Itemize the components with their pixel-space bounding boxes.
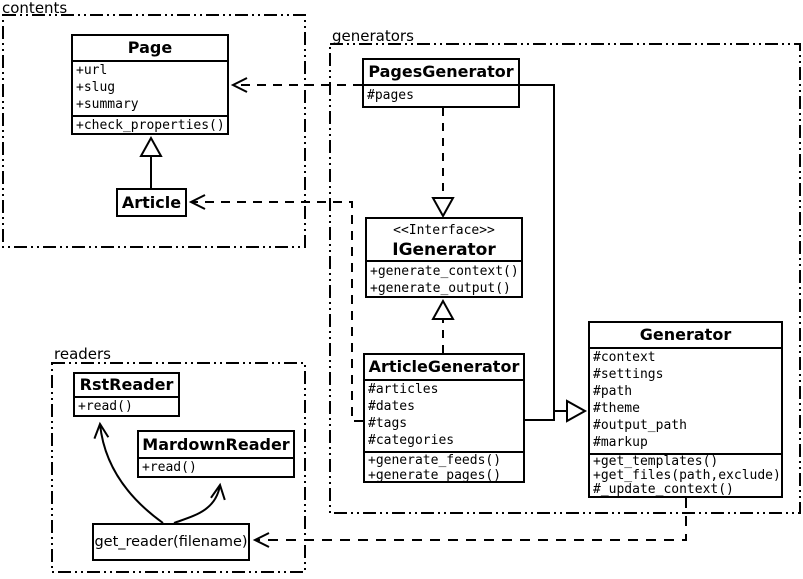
class-articlegenerator-attr: #tags (368, 416, 408, 431)
class-articlegenerator-method: +generate_feeds() (368, 453, 502, 468)
class-generator-attr: #settings (593, 367, 664, 382)
class-articlegenerator-attr: #articles (368, 382, 439, 397)
class-pagesgenerator-attr: #pages (367, 88, 414, 103)
class-articlegenerator-method: +generate_pages() (368, 468, 502, 483)
package-generators-border (329, 43, 801, 514)
package-generators-label: generators (332, 27, 414, 45)
class-page-attr: +slug (76, 80, 116, 95)
edge-pagesgenerator-inherits-generator (520, 84, 588, 423)
class-igenerator-method: +generate_output() (370, 281, 511, 296)
class-mardownreader-name: MardownReader (139, 432, 293, 459)
class-igenerator-name: IGenerator (392, 240, 496, 260)
class-articlegenerator-attr: #categories (368, 433, 455, 448)
class-generator-attr: #context (593, 350, 656, 365)
class-generator-method: +get_files(path,exclude) (593, 468, 781, 483)
class-generator-attr: #theme (593, 401, 640, 416)
class-page-attr: +summary (76, 97, 139, 112)
package-contents-border (2, 14, 306, 248)
package-readers-border (51, 362, 306, 573)
class-generator-method: +get_templates() (593, 455, 719, 469)
class-generator-name: Generator (590, 323, 781, 349)
edge-generator-uses-getreader (252, 498, 687, 548)
function-get-reader: get_reader(filename) (92, 523, 250, 561)
class-page-attr: +url (76, 63, 108, 78)
class-igenerator-method: +generate_context() (370, 264, 519, 279)
class-generator: Generator #context #settings #path #them… (588, 321, 783, 498)
class-page: Page +url +slug +summary +check_properti… (71, 34, 229, 135)
class-articlegenerator-attr: #dates (368, 399, 415, 414)
class-article: Article (116, 188, 187, 217)
class-rstreader-name: RstReader (75, 374, 178, 398)
class-pagesgenerator: PagesGenerator #pages (362, 58, 520, 108)
class-mardownreader: MardownReader +read() (137, 430, 295, 478)
class-articlegenerator: ArticleGenerator #articles #dates #tags … (363, 353, 525, 483)
class-generator-method: #_update_context() (593, 482, 734, 497)
edge-articlegenerator-uses-article (188, 194, 363, 422)
class-page-method: +check_properties() (76, 118, 225, 133)
class-generator-attr: #output_path (593, 418, 687, 433)
class-igenerator: <<Interface>> IGenerator +generate_conte… (365, 217, 523, 298)
class-generator-attr: #markup (593, 435, 648, 450)
class-article-name: Article (121, 193, 182, 212)
class-pagesgenerator-name: PagesGenerator (364, 60, 518, 86)
class-igenerator-stereotype: <<Interface>> (393, 223, 495, 238)
class-rstreader-method: +read() (78, 399, 133, 414)
class-page-name: Page (73, 36, 227, 62)
package-readers-label: readers (54, 345, 111, 363)
edge-getreader-to-mardownreader (173, 482, 226, 524)
edge-articlegenerator-inherits-generator (525, 411, 555, 421)
class-generator-attr: #path (593, 384, 633, 399)
class-mardownreader-method: +read() (142, 460, 197, 475)
class-rstreader: RstReader +read() (73, 372, 180, 417)
package-contents-label: contents (2, 0, 68, 17)
edge-getreader-to-rstreader (93, 421, 164, 524)
class-articlegenerator-name: ArticleGenerator (365, 355, 523, 381)
function-get-reader-label: get_reader(filename) (94, 534, 248, 550)
